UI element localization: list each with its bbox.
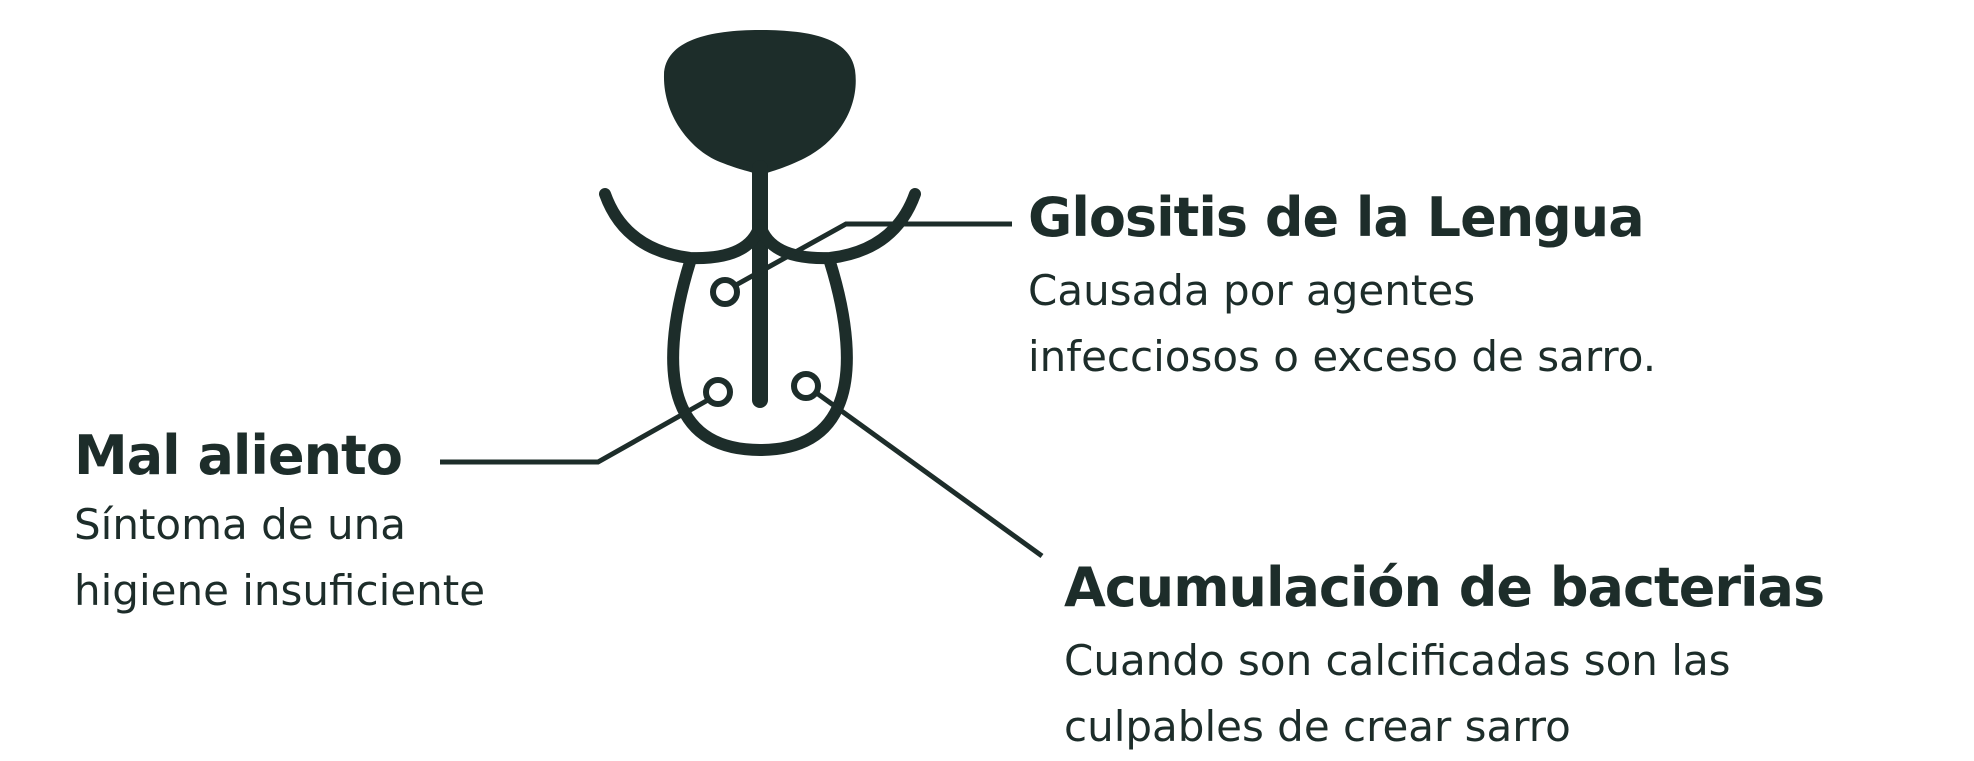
bacterias-line-2: culpables de crear sarro — [1064, 702, 1571, 751]
glositis-marker — [710, 277, 740, 307]
head-shape — [663, 30, 856, 175]
bacterias-leader — [816, 391, 1044, 559]
bacterias-title: Acumulación de bacterias — [1064, 556, 1825, 619]
glositis-line-2: infecciosos o exceso de sarro. — [1028, 332, 1657, 381]
left-arm — [599, 188, 766, 265]
mal-aliento-line-2: higiene insuficiente — [74, 566, 486, 615]
bacterias-line-1: Cuando son calcificadas son las — [1064, 636, 1731, 685]
mal-aliento-leader — [440, 397, 710, 465]
callout-glositis: Glositis de la Lengua Causada por agente… — [1028, 186, 1656, 390]
glositis-leader — [734, 221, 1012, 288]
mal-aliento-title: Mal aliento — [74, 424, 403, 487]
bacterias-marker — [791, 371, 821, 401]
mal-aliento-line-1: Síntoma de una — [74, 500, 406, 549]
glositis-line-1: Causada por agentes — [1028, 266, 1476, 315]
mal-aliento-marker — [703, 377, 733, 407]
tongue-outline — [667, 256, 853, 457]
callout-mal-aliento: Mal aliento Síntoma de una higiene insuf… — [74, 424, 485, 624]
glositis-title: Glositis de la Lengua — [1028, 186, 1645, 249]
callout-bacterias: Acumulación de bacterias Cuando son calc… — [1064, 556, 1825, 760]
